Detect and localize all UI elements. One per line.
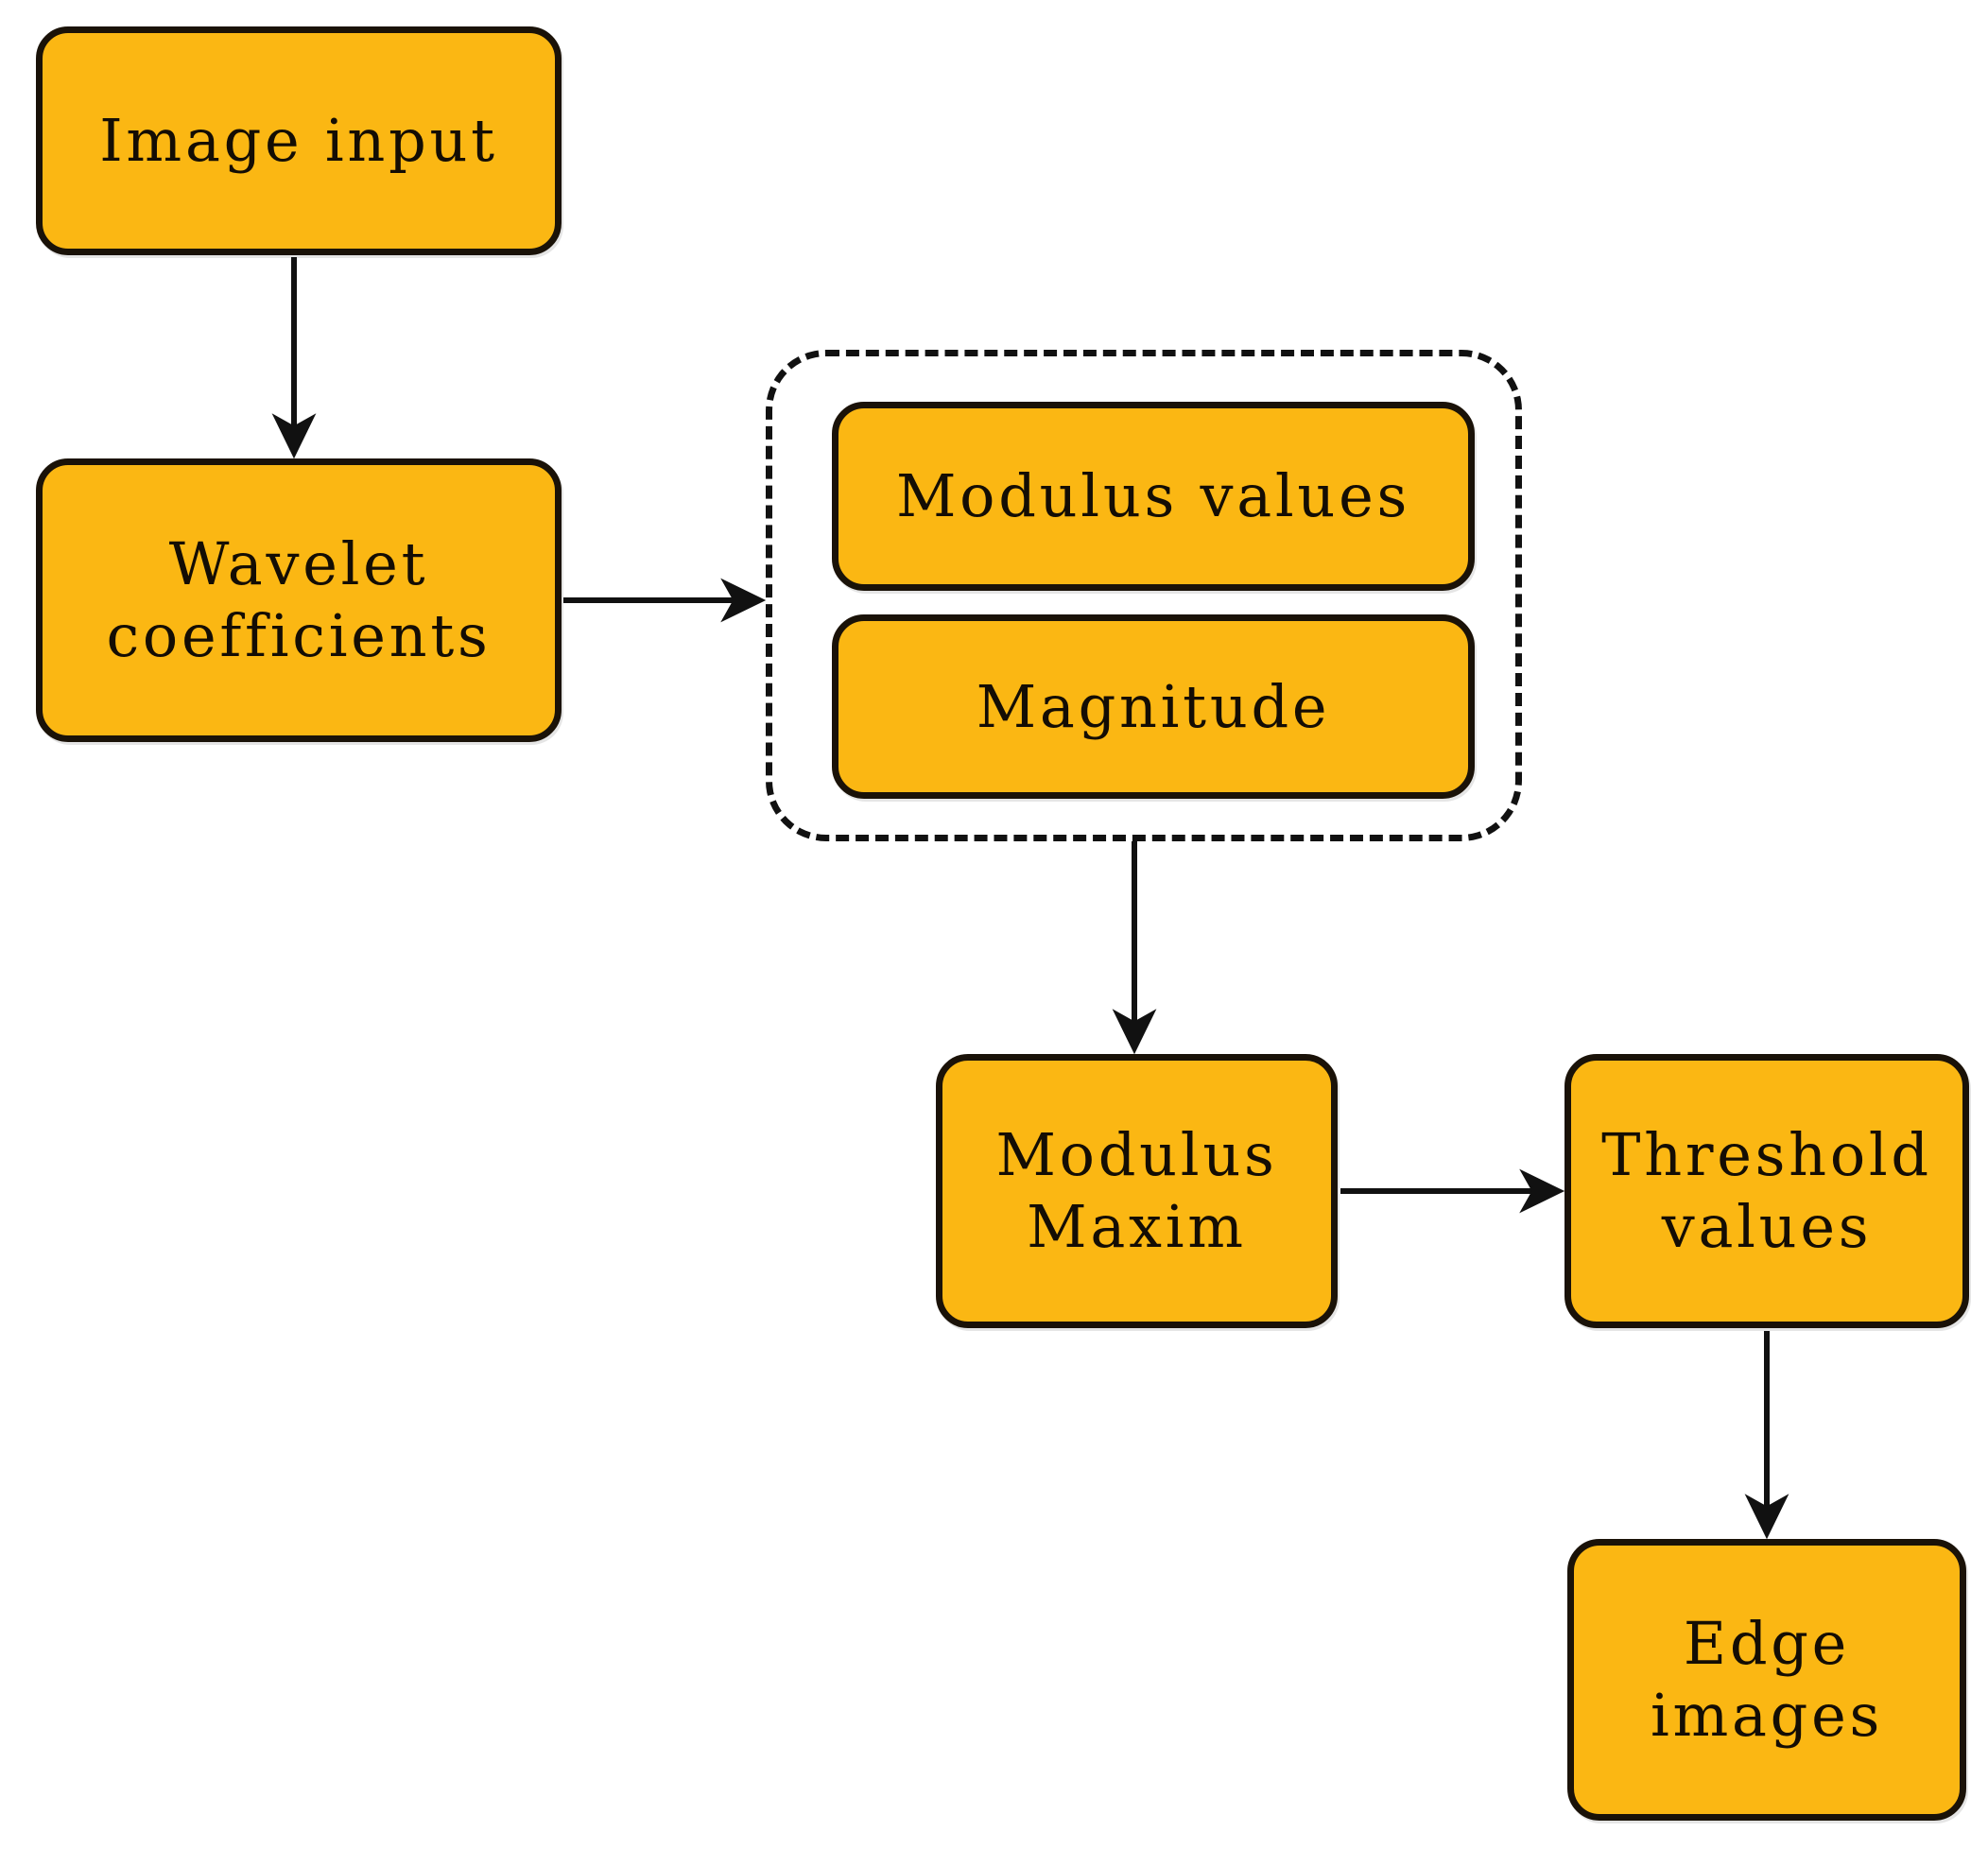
node-modulus-maxim-label: Modulus Maxim — [995, 1120, 1278, 1261]
node-image-input[interactable]: Image input — [36, 26, 562, 255]
node-image-input-label: Image input — [99, 106, 498, 176]
node-modulus-values[interactable]: Modulus values — [832, 402, 1475, 591]
node-modulus-maxim[interactable]: Modulus Maxim — [936, 1054, 1338, 1328]
node-wavelet-coefficients-label: Wavelet coefficients — [106, 529, 492, 670]
node-magnitude-label: Magnitude — [976, 671, 1331, 741]
node-edge-images-label: Edge images — [1650, 1609, 1884, 1750]
node-wavelet-coefficients[interactable]: Wavelet coefficients — [36, 458, 562, 742]
node-magnitude[interactable]: Magnitude — [832, 614, 1475, 799]
node-modulus-values-label: Modulus values — [895, 461, 1411, 531]
node-edge-images[interactable]: Edge images — [1567, 1539, 1966, 1821]
node-threshold-values-label: Threshold values — [1601, 1120, 1932, 1261]
modulus-group-container — [766, 350, 1522, 841]
node-threshold-values[interactable]: Threshold values — [1564, 1054, 1969, 1328]
